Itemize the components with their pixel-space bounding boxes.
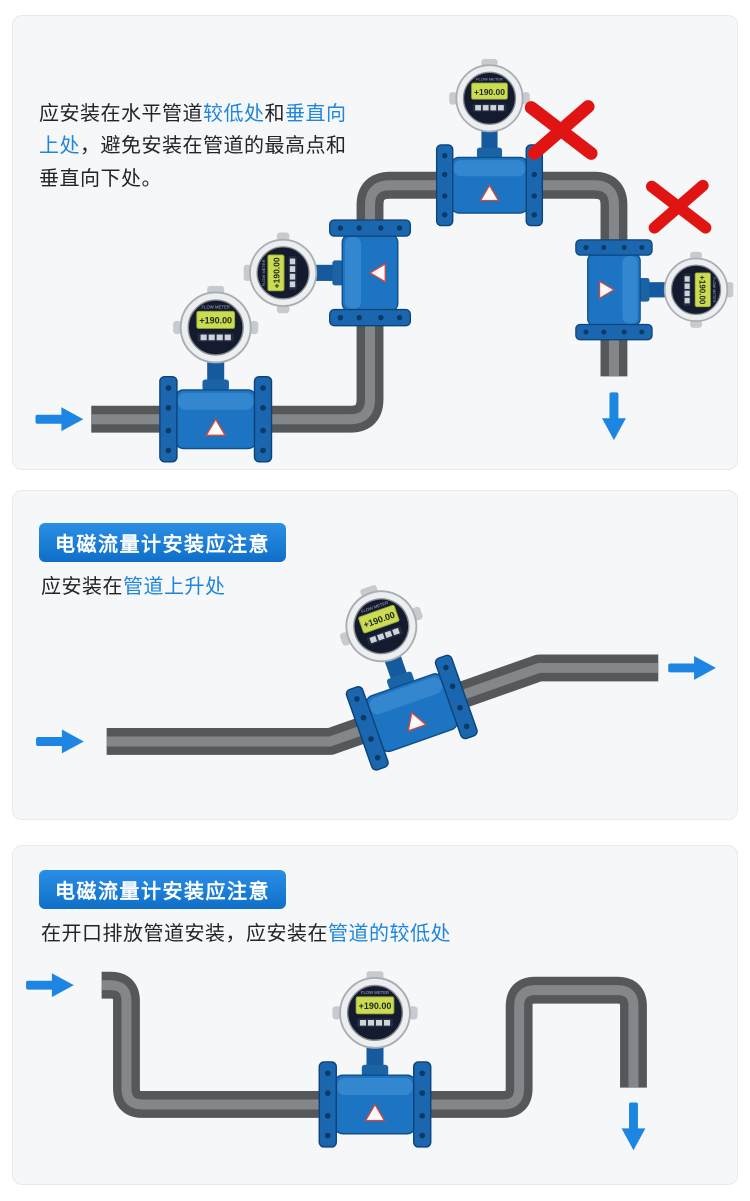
error-x-vertical-down bbox=[652, 186, 706, 228]
outflow-arrow-down bbox=[601, 392, 626, 441]
note-text-highlight: 管道的较低处 bbox=[328, 923, 451, 945]
panel-open-discharge-install: 电磁流量计安装应注意 在开口排放管道安装，应安装在管道的较低处 bbox=[12, 845, 738, 1185]
meter-horizontal-low-correct bbox=[158, 284, 273, 463]
pipe-highlight bbox=[101, 980, 639, 1110]
note-text: ，避免安装在管道的最高点和垂直向下处。 bbox=[39, 135, 347, 190]
diagram-panel3 bbox=[26, 970, 647, 1151]
inflow-arrow bbox=[36, 729, 84, 754]
outflow-arrow bbox=[668, 655, 716, 680]
note-text-highlight: 较低处 bbox=[203, 103, 265, 125]
note-text: 和 bbox=[264, 103, 285, 125]
meter-vertical-up-correct bbox=[242, 219, 412, 327]
outflow-arrow-down bbox=[621, 1102, 646, 1151]
note-text: 在开口排放管道安装，应安装在 bbox=[41, 923, 328, 945]
meter-low-section-correct bbox=[318, 970, 432, 1148]
section-badge: 电磁流量计安装应注意 bbox=[39, 870, 286, 909]
note-text: 应安装在 bbox=[41, 576, 123, 598]
error-x-high-point bbox=[531, 107, 591, 154]
section-badge: 电磁流量计安装应注意 bbox=[39, 523, 286, 562]
meter-high-point-wrong bbox=[435, 58, 544, 227]
meter-vertical-down-wrong bbox=[575, 239, 735, 341]
inflow-arrow bbox=[35, 407, 84, 432]
note-text-highlight: 管道上升处 bbox=[123, 576, 226, 598]
diagram-panel1 bbox=[35, 58, 735, 463]
panel2-note: 应安装在管道上升处 bbox=[41, 571, 226, 603]
diagram-panel2 bbox=[36, 567, 716, 773]
panel-horizontal-install: 应安装在水平管道较低处和垂直向上处，避免安装在管道的最高点和垂直向下处。 bbox=[12, 15, 738, 470]
pipe-highlight bbox=[91, 180, 619, 425]
note-text-highlight: 垂直向上处 bbox=[39, 103, 347, 158]
note-text: 应安装在水平管道 bbox=[39, 103, 203, 125]
panel1-note: 应安装在水平管道较低处和垂直向上处，避免安装在管道的最高点和垂直向下处。 bbox=[39, 98, 363, 195]
inflow-arrow bbox=[26, 973, 74, 998]
panel-rising-pipe-install: 电磁流量计安装应注意 应安装在管道上升处 bbox=[12, 490, 738, 820]
panel3-note: 在开口排放管道安装，应安装在管道的较低处 bbox=[41, 918, 451, 950]
